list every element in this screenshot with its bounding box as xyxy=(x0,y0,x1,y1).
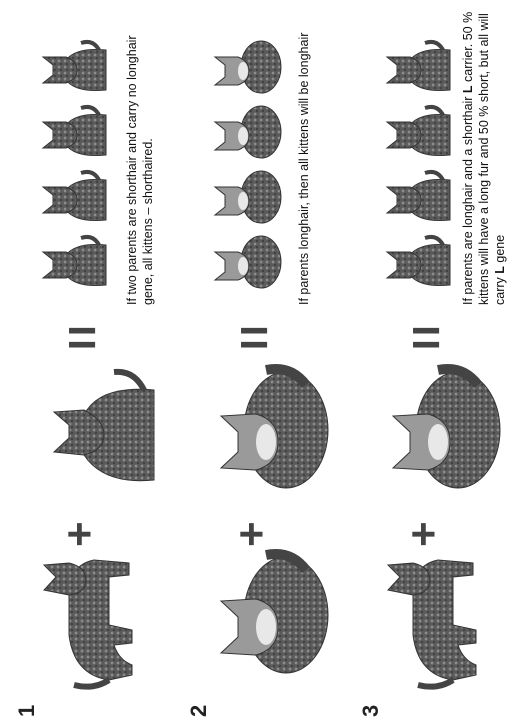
kitten-shorthair-icon xyxy=(365,230,455,300)
kitten-shorthair-icon xyxy=(21,35,111,105)
equals-sign: = xyxy=(67,312,97,364)
row-2-caption: If parents longhair, then all kittens wi… xyxy=(296,5,312,305)
kitten-longhair-icon xyxy=(193,165,283,235)
equals-sign: = xyxy=(239,312,269,364)
row-number: 1 xyxy=(14,705,40,717)
plus-sign: + xyxy=(230,521,274,547)
parent-cat-2-longhair-icon xyxy=(186,360,336,510)
kitten-longhair-icon xyxy=(193,35,283,105)
row-number: 2 xyxy=(186,705,212,717)
parent-cat-2-longhair-icon xyxy=(358,360,508,510)
parent-cat-2-shorthair-icon xyxy=(14,360,164,510)
parent-cat-1-shorthair-icon xyxy=(14,545,164,695)
row-1-caption: If two parents are shorthair and carry n… xyxy=(124,5,156,305)
kitten-shorthair-icon xyxy=(365,35,455,105)
row-3-caption: If parents are longhair and a shorthair … xyxy=(460,5,508,305)
parent-cat-1-shorthair-icon xyxy=(358,545,508,695)
cross-row-3: 3 + = If parents are longhair and a shor… xyxy=(350,0,520,725)
row-number: 3 xyxy=(358,705,384,717)
kitten-shorthair-icon xyxy=(365,165,455,235)
plus-sign: + xyxy=(58,521,102,547)
cross-row-2: 2 + = If parents longhair, then all kitt… xyxy=(178,0,348,725)
cross-row-1: 1 + = If two parents are shorthair and c… xyxy=(6,0,176,725)
kitten-shorthair-icon xyxy=(365,100,455,170)
plus-sign: + xyxy=(402,521,446,547)
kitten-shorthair-icon xyxy=(21,100,111,170)
equals-sign: = xyxy=(411,312,441,364)
kitten-longhair-icon xyxy=(193,230,283,300)
kitten-shorthair-icon xyxy=(21,230,111,300)
kitten-shorthair-icon xyxy=(21,165,111,235)
parent-cat-1-longhair-icon xyxy=(186,545,336,695)
kitten-longhair-icon xyxy=(193,100,283,170)
